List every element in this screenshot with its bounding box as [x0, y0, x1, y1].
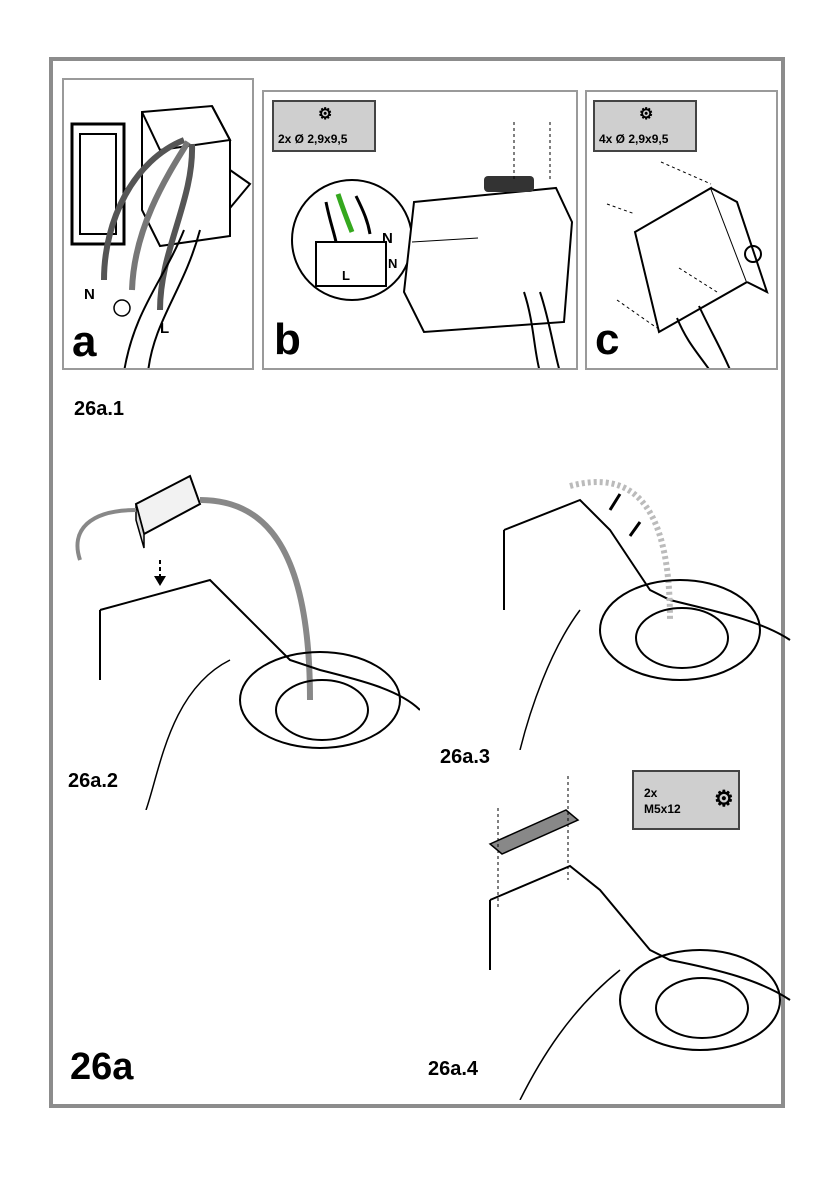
panel-b: ⚙ 2x Ø 2,9x9,5 N L N b — [262, 90, 578, 370]
box-cover-illustration — [606, 161, 769, 368]
screw-spec-box-b: ⚙ 2x Ø 2,9x9,5 — [272, 100, 376, 152]
figure-number: 26a — [70, 1046, 134, 1088]
step-26a2-illustration — [75, 474, 420, 810]
screw-icon: ⚙ — [318, 106, 333, 123]
wire-label-l: L — [160, 320, 170, 337]
junction-box-wires-illustration — [70, 104, 252, 368]
terminal-label-n-top: N — [382, 230, 393, 247]
screw-spec-label: 4x Ø 2,9x9,5 — [599, 132, 669, 146]
step-26a4-illustration — [488, 776, 791, 1100]
panel-a: N L a — [62, 78, 254, 370]
screw-size-label: M5x12 — [644, 802, 681, 816]
screw-qty-label: 2x — [644, 786, 658, 800]
panel-letter-b: b — [274, 315, 301, 364]
screw-spec-box-c: ⚙ 4x Ø 2,9x9,5 — [593, 100, 697, 152]
step-label-26a2: 26a.2 — [68, 770, 119, 792]
step-label-26a3: 26a.3 — [440, 746, 491, 768]
terminal-label-n-bottom: N — [388, 256, 398, 271]
step-label-26a1: 26a.1 — [74, 398, 125, 420]
screw-spec-box-m5: 2x M5x12 ⚙ — [632, 770, 740, 830]
screw-spec-label: 2x Ø 2,9x9,5 — [278, 132, 348, 146]
wire-label-n: N — [84, 286, 95, 303]
panel-letter-c: c — [595, 315, 620, 364]
screw-icon: ⚙ — [714, 786, 734, 811]
screw-icon: ⚙ — [639, 106, 654, 123]
step-label-26a4: 26a.4 — [428, 1058, 479, 1080]
terminal-block-illustration — [291, 122, 574, 368]
step-26a3-illustration — [503, 479, 791, 750]
panel-c: ⚙ 4x Ø 2,9x9,5 c — [585, 90, 778, 370]
terminal-label-l: L — [342, 268, 350, 283]
page-frame — [49, 57, 785, 1108]
panel-letter-a: a — [72, 317, 97, 366]
